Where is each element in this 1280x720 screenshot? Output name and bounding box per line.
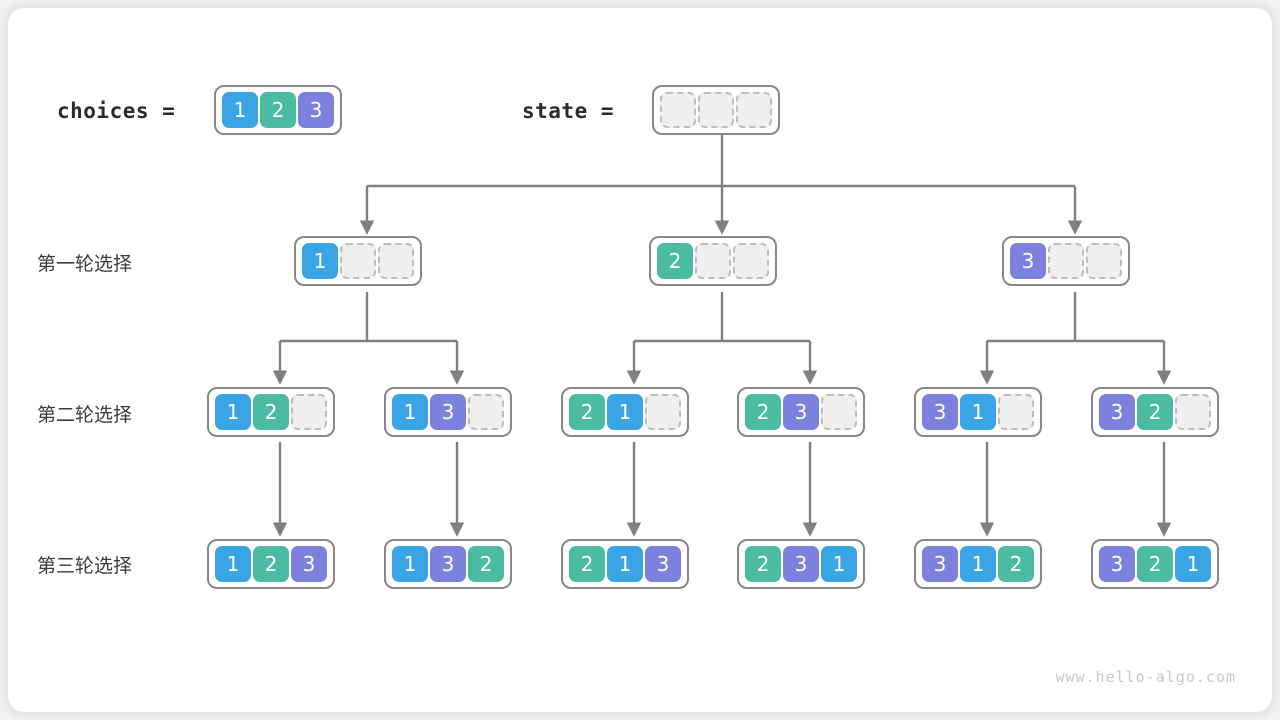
level2-node: 3 1 — [914, 387, 1042, 437]
array-cell-empty — [1175, 394, 1211, 430]
array-cell-empty — [378, 243, 414, 279]
choices-array: 1 2 3 — [214, 85, 342, 135]
diagram-card — [8, 8, 1272, 712]
state-cell-empty — [660, 92, 696, 128]
state-label: state = — [522, 99, 615, 123]
array-cell-empty — [1086, 243, 1122, 279]
array-cell: 2 — [657, 243, 693, 279]
array-cell: 2 — [1137, 394, 1173, 430]
watermark: www.hello-algo.com — [1055, 668, 1236, 686]
array-cell: 1 — [1175, 546, 1211, 582]
array-cell: 3 — [291, 546, 327, 582]
level1-node: 3 — [1002, 236, 1130, 286]
array-cell: 1 — [392, 394, 428, 430]
array-cell: 2 — [745, 394, 781, 430]
array-cell-empty — [821, 394, 857, 430]
array-cell: 1 — [960, 394, 996, 430]
array-cell: 3 — [1010, 243, 1046, 279]
level1-node: 1 — [294, 236, 422, 286]
array-cell: 2 — [998, 546, 1034, 582]
level2-node: 2 3 — [737, 387, 865, 437]
array-cell-empty — [645, 394, 681, 430]
level3-node: 3 2 1 — [1091, 539, 1219, 589]
array-cell: 3 — [922, 394, 958, 430]
array-cell: 3 — [430, 546, 466, 582]
array-cell-empty — [291, 394, 327, 430]
array-cell: 1 — [607, 546, 643, 582]
array-cell: 1 — [215, 546, 251, 582]
level3-node: 3 1 2 — [914, 539, 1042, 589]
level2-node: 2 1 — [561, 387, 689, 437]
array-cell-empty — [340, 243, 376, 279]
array-cell: 3 — [645, 546, 681, 582]
array-cell: 3 — [430, 394, 466, 430]
choices-cell: 1 — [222, 92, 258, 128]
array-cell: 3 — [783, 394, 819, 430]
array-cell: 2 — [569, 546, 605, 582]
array-cell-empty — [1048, 243, 1084, 279]
level3-node: 2 3 1 — [737, 539, 865, 589]
choices-cell: 2 — [260, 92, 296, 128]
array-cell: 2 — [253, 394, 289, 430]
level3-node: 1 2 3 — [207, 539, 335, 589]
state-cell-empty — [698, 92, 734, 128]
array-cell-empty — [733, 243, 769, 279]
row-label-round3: 第三轮选择 — [37, 555, 133, 577]
array-cell-empty — [468, 394, 504, 430]
row-label-round1: 第一轮选择 — [37, 253, 133, 275]
array-cell: 1 — [821, 546, 857, 582]
state-array — [652, 85, 780, 135]
array-cell: 3 — [1099, 546, 1135, 582]
array-cell: 2 — [1137, 546, 1173, 582]
array-cell-empty — [998, 394, 1034, 430]
array-cell: 1 — [607, 394, 643, 430]
state-cell-empty — [736, 92, 772, 128]
level3-node: 2 1 3 — [561, 539, 689, 589]
level2-node: 3 2 — [1091, 387, 1219, 437]
choices-label: choices = — [57, 99, 176, 123]
array-cell: 3 — [922, 546, 958, 582]
array-cell: 2 — [569, 394, 605, 430]
level2-node: 1 2 — [207, 387, 335, 437]
array-cell: 2 — [745, 546, 781, 582]
array-cell: 3 — [1099, 394, 1135, 430]
array-cell: 1 — [392, 546, 428, 582]
choices-cell: 3 — [298, 92, 334, 128]
array-cell: 1 — [215, 394, 251, 430]
level3-node: 1 3 2 — [384, 539, 512, 589]
level1-node: 2 — [649, 236, 777, 286]
array-cell: 1 — [302, 243, 338, 279]
array-cell: 2 — [253, 546, 289, 582]
row-label-round2: 第二轮选择 — [37, 404, 133, 426]
array-cell-empty — [695, 243, 731, 279]
array-cell: 3 — [783, 546, 819, 582]
array-cell: 1 — [960, 546, 996, 582]
level2-node: 1 3 — [384, 387, 512, 437]
array-cell: 2 — [468, 546, 504, 582]
